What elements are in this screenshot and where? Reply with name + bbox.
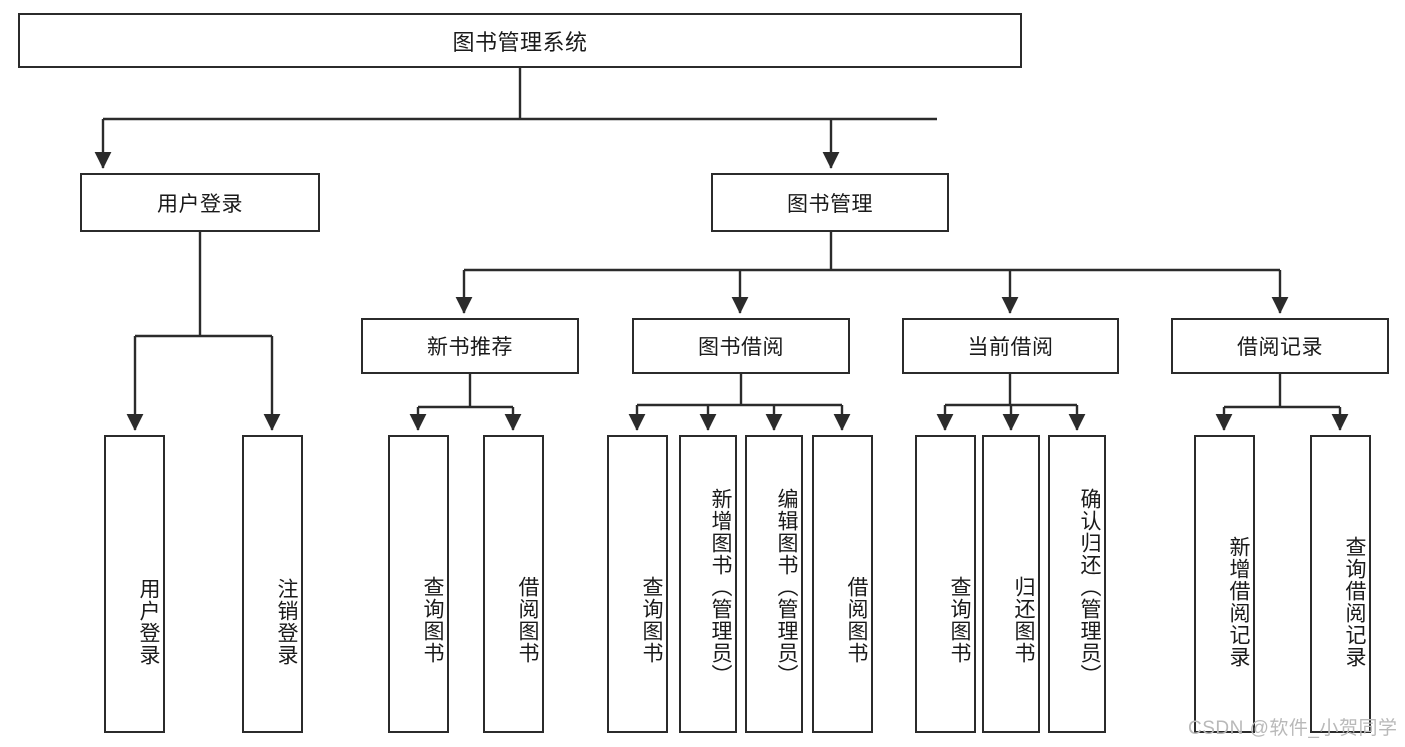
node-leaf-borrow-book-2-label: 借阅图书 [845,576,868,664]
node-leaf-user-login[interactable]: 用户登录 [104,435,165,733]
node-new-book-recommend-label: 新书推荐 [427,336,513,359]
node-leaf-return-book-label: 归还图书 [1012,576,1035,664]
node-leaf-query-book-2[interactable]: 查询图书 [607,435,668,733]
node-root-label: 图书管理系统 [452,29,588,55]
node-book-borrow[interactable]: 图书借阅 [632,318,850,374]
node-leaf-add-record[interactable]: 新增借阅记录 [1194,435,1255,733]
node-current-borrow-label: 当前借阅 [967,336,1054,359]
node-borrow-record[interactable]: 借阅记录 [1171,318,1389,374]
node-leaf-borrow-book-1-label: 借阅图书 [516,576,539,664]
node-leaf-edit-book-label: 编辑图书（管理员） [775,488,798,686]
node-current-borrow[interactable]: 当前借阅 [902,318,1119,374]
node-user-login[interactable]: 用户登录 [80,173,320,232]
node-leaf-query-book-2-label: 查询图书 [640,576,663,664]
node-leaf-return-book[interactable]: 归还图书 [982,435,1040,733]
node-leaf-add-book-label: 新增图书（管理员） [709,488,732,686]
watermark: CSDN @软件_小贺同学 [1188,718,1398,739]
node-leaf-query-record[interactable]: 查询借阅记录 [1310,435,1371,733]
node-leaf-user-login-label: 用户登录 [137,577,160,666]
node-book-borrow-label: 图书借阅 [698,336,784,359]
node-leaf-query-book-3[interactable]: 查询图书 [915,435,976,733]
node-leaf-confirm-return-label: 确认归还（管理员） [1078,488,1101,686]
node-leaf-borrow-book-1[interactable]: 借阅图书 [483,435,544,733]
node-borrow-record-label: 借阅记录 [1237,336,1323,359]
node-leaf-user-logout-label: 注销登录 [275,577,298,666]
node-root[interactable]: 图书管理系统 [18,13,1022,68]
node-leaf-add-record-label: 新增借阅记录 [1227,536,1250,668]
node-leaf-query-record-label: 查询借阅记录 [1343,536,1366,668]
node-book-manage[interactable]: 图书管理 [711,173,949,232]
node-leaf-confirm-return[interactable]: 确认归还（管理员） [1048,435,1106,733]
node-leaf-query-book-1-label: 查询图书 [421,576,444,664]
node-new-book-recommend[interactable]: 新书推荐 [361,318,579,374]
node-leaf-borrow-book-2[interactable]: 借阅图书 [812,435,873,733]
node-leaf-query-book-3-label: 查询图书 [948,576,971,664]
node-leaf-add-book[interactable]: 新增图书（管理员） [679,435,737,733]
node-leaf-query-book-1[interactable]: 查询图书 [388,435,449,733]
node-book-manage-label: 图书管理 [787,192,873,216]
node-leaf-edit-book[interactable]: 编辑图书（管理员） [745,435,803,733]
node-user-login-label: 用户登录 [157,192,243,216]
node-leaf-user-logout[interactable]: 注销登录 [242,435,303,733]
